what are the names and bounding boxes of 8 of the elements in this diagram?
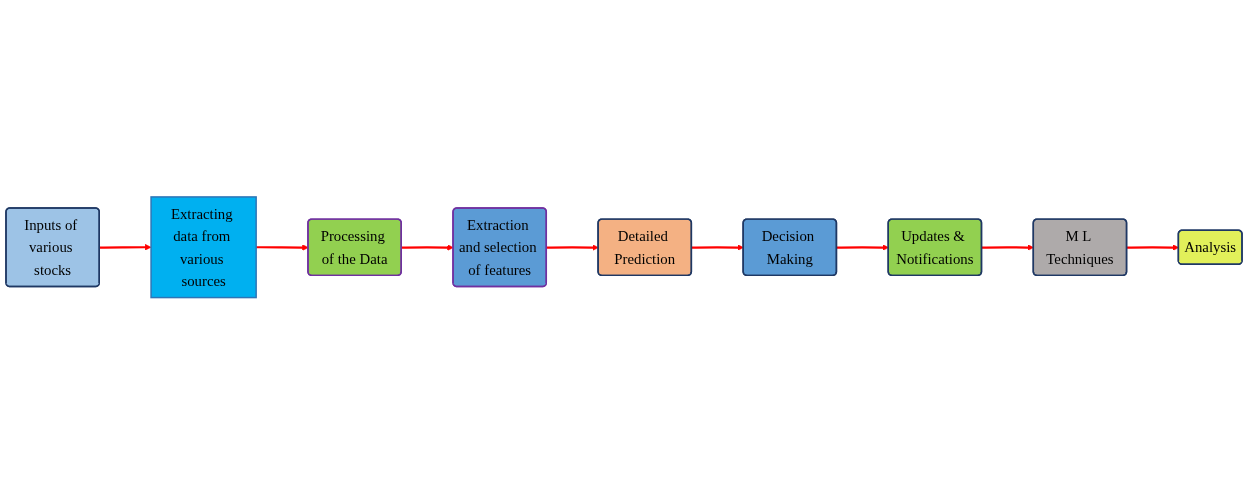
arrow <box>401 244 454 252</box>
arrow <box>99 244 152 251</box>
arrow <box>836 244 889 252</box>
arrow <box>981 244 1034 252</box>
arrow <box>1126 244 1179 252</box>
node-box: Extracting data from various sources <box>150 196 257 299</box>
arrow <box>691 244 744 252</box>
arrow <box>546 244 599 252</box>
